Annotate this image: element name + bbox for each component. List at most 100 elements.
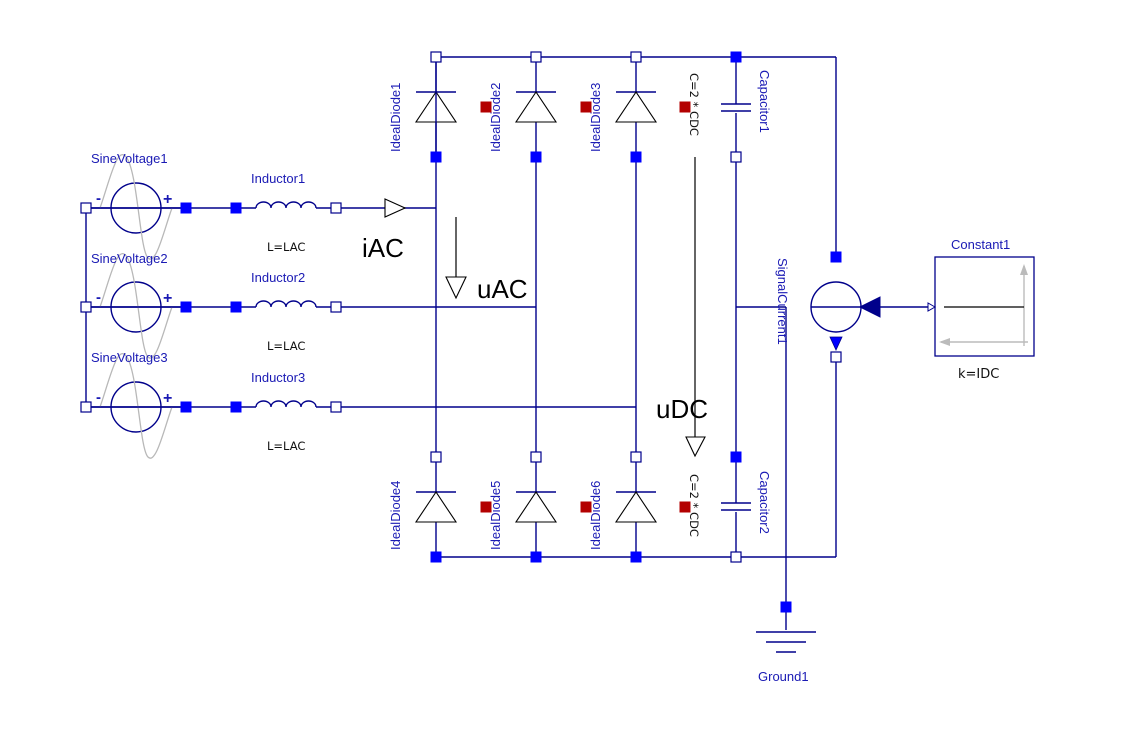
port-positive[interactable] xyxy=(230,401,242,413)
port-positive[interactable] xyxy=(530,151,542,163)
sine-voltage-1[interactable]: SineVoltage1 - + xyxy=(90,151,182,260)
inductor-3[interactable]: Inductor3 L=LAC xyxy=(251,370,317,453)
heat-port-icon[interactable] xyxy=(679,101,691,113)
sine-voltage-1-label: SineVoltage1 xyxy=(91,151,168,166)
inductor-coil-icon xyxy=(255,300,317,308)
port-negative[interactable] xyxy=(80,301,92,313)
heat-port-icon[interactable] xyxy=(480,101,492,113)
port-negative[interactable] xyxy=(330,401,342,413)
port-negative[interactable] xyxy=(330,202,342,214)
diode-icon xyxy=(414,491,458,523)
signal-current-1-label: SignalCurrent1 xyxy=(775,258,790,345)
capacitor-1-param: C=2 * CDC xyxy=(687,73,701,136)
current-arrow-icon xyxy=(384,198,407,218)
inductor-3-param: L=LAC xyxy=(267,439,305,453)
port-positive[interactable] xyxy=(180,202,192,214)
constant-1-param: k=IDC xyxy=(958,367,999,382)
signal-current-1[interactable]: SignalCurrent1 xyxy=(775,258,881,351)
port-positive[interactable] xyxy=(530,551,542,563)
heat-port-icon[interactable] xyxy=(580,501,592,513)
current-direction-arrow-icon xyxy=(829,336,843,351)
diode-icon xyxy=(614,91,658,123)
ideal-diode-5[interactable]: IdealDiode5 xyxy=(480,481,558,550)
capacitor-2[interactable]: Capacitor2 C=2 * CDC xyxy=(679,471,772,537)
voltage-arrow-icon xyxy=(685,436,706,458)
uac-sensor: uAC xyxy=(445,217,528,304)
sine-voltage-3-label: SineVoltage3 xyxy=(91,350,168,365)
ground-1[interactable]: Ground1 xyxy=(756,631,816,684)
port-negative[interactable] xyxy=(430,451,442,463)
port-positive[interactable] xyxy=(730,51,742,63)
cap-gap xyxy=(720,503,752,512)
heat-port-icon[interactable] xyxy=(679,501,691,513)
ideal-diode-2[interactable]: IdealDiode2 xyxy=(480,83,558,152)
port-positive[interactable] xyxy=(630,551,642,563)
ideal-diode-3-label: IdealDiode3 xyxy=(588,83,603,152)
inductor-1[interactable]: Inductor1 L=LAC xyxy=(251,171,317,254)
signal-input-icon[interactable] xyxy=(858,296,881,318)
heat-port-icon[interactable] xyxy=(480,501,492,513)
port-negative[interactable] xyxy=(830,351,842,363)
port-positive[interactable] xyxy=(430,551,442,563)
port-positive[interactable] xyxy=(830,251,842,263)
inductor-1-label: Inductor1 xyxy=(251,171,305,186)
ideal-diode-6[interactable]: IdealDiode6 xyxy=(580,481,658,550)
port-negative[interactable] xyxy=(530,51,542,63)
port-negative[interactable] xyxy=(80,401,92,413)
inductor-2[interactable]: Inductor2 L=LAC xyxy=(251,270,317,353)
inductor-coil-icon xyxy=(255,201,317,209)
inductor-3-label: Inductor3 xyxy=(251,370,305,385)
wires xyxy=(85,56,928,630)
capacitor-1-label: Capacitor1 xyxy=(757,70,772,133)
capacitor-2-param: C=2 * CDC xyxy=(687,474,701,537)
minus-sign: - xyxy=(96,190,101,207)
ideal-diode-5-label: IdealDiode5 xyxy=(488,481,503,550)
port-positive[interactable] xyxy=(630,151,642,163)
sine-voltage-3[interactable]: SineVoltage3 - + xyxy=(90,350,182,459)
capacitor-2-label: Capacitor2 xyxy=(757,471,772,534)
port-negative[interactable] xyxy=(730,151,742,163)
voltage-arrow-icon xyxy=(445,276,467,300)
ideal-diode-4[interactable]: IdealDiode4 xyxy=(388,481,458,550)
output-port-icon[interactable] xyxy=(927,302,937,312)
capacitor-1[interactable]: Capacitor1 C=2 * CDC xyxy=(679,70,772,136)
heat-port-icon[interactable] xyxy=(580,101,592,113)
inductor-1-param: L=LAC xyxy=(267,240,305,254)
udc-label: uDC xyxy=(656,394,708,424)
ideal-diode-1-label: IdealDiode1 xyxy=(388,83,403,152)
port-negative[interactable] xyxy=(530,451,542,463)
port-ground[interactable] xyxy=(780,601,792,613)
sine-voltage-2-label: SineVoltage2 xyxy=(91,251,168,266)
sine-voltage-2[interactable]: SineVoltage2 - + xyxy=(90,251,182,359)
ideal-diode-3[interactable]: IdealDiode3 xyxy=(580,83,658,152)
port-positive[interactable] xyxy=(230,301,242,313)
ideal-diode-1[interactable]: IdealDiode1 xyxy=(388,57,458,157)
constant-1-label: Constant1 xyxy=(951,237,1010,252)
port-positive[interactable] xyxy=(180,401,192,413)
port-negative[interactable] xyxy=(80,202,92,214)
ideal-diode-2-label: IdealDiode2 xyxy=(488,83,503,152)
constant-1[interactable]: Constant1 k=IDC xyxy=(927,237,1035,382)
ports xyxy=(80,51,842,613)
iac-label: iAC xyxy=(362,233,404,263)
ideal-diode-4-label: IdealDiode4 xyxy=(388,481,403,550)
plus-sign: + xyxy=(163,390,172,407)
port-positive[interactable] xyxy=(180,301,192,313)
port-negative[interactable] xyxy=(330,301,342,313)
port-negative[interactable] xyxy=(430,51,442,63)
port-negative[interactable] xyxy=(730,551,742,563)
inductor-2-param: L=LAC xyxy=(267,339,305,353)
ground-1-label: Ground1 xyxy=(758,669,809,684)
port-positive[interactable] xyxy=(730,451,742,463)
plus-sign: + xyxy=(163,191,172,208)
y-axis-arrow-icon xyxy=(1020,264,1028,275)
port-positive[interactable] xyxy=(230,202,242,214)
x-axis-arrow-icon xyxy=(939,338,950,346)
port-negative[interactable] xyxy=(630,51,642,63)
minus-sign: - xyxy=(96,389,101,406)
uac-label: uAC xyxy=(477,274,528,304)
inductor-coil-icon xyxy=(255,400,317,408)
port-negative[interactable] xyxy=(630,451,642,463)
port-positive[interactable] xyxy=(430,151,442,163)
